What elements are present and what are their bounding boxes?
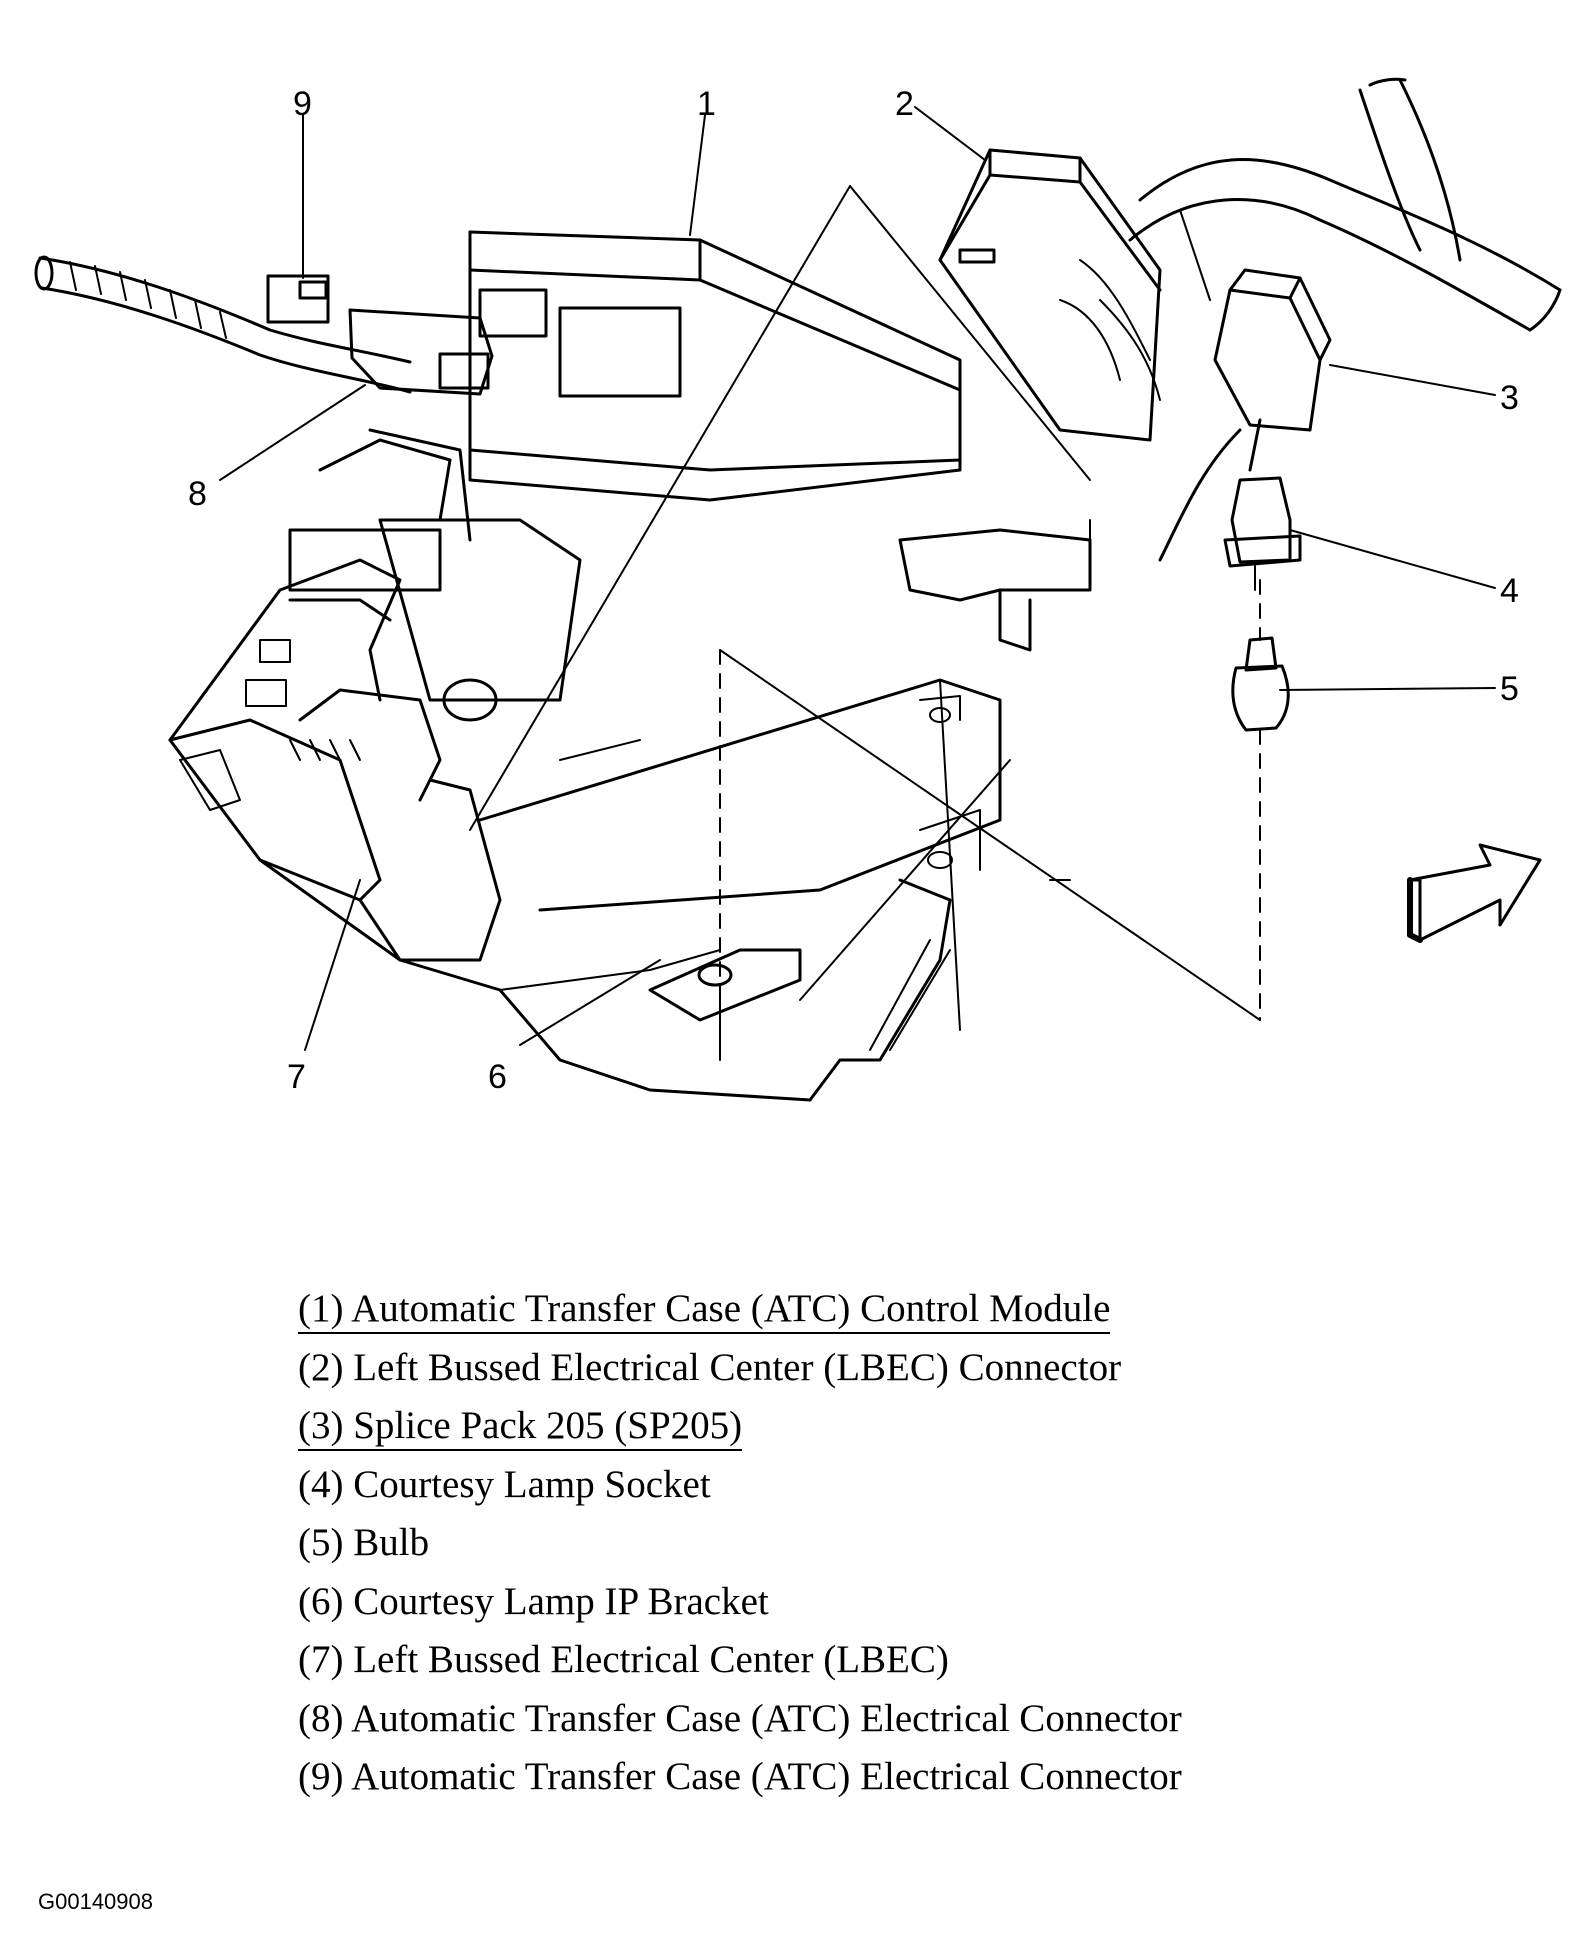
figure-id: G00140908 [38, 1889, 153, 1914]
main-harness-right [1059, 77, 1562, 401]
callout-5: 5 [1500, 670, 1519, 708]
bulb [1231, 636, 1290, 732]
leader-7 [304, 879, 361, 1051]
callout-3: 3 [1500, 379, 1519, 417]
ip-bracket-outline [469, 185, 1261, 1051]
leader-8 [219, 384, 366, 481]
callout-2: 2 [895, 85, 914, 123]
splice-pack-sp205 [1158, 268, 1332, 562]
atc-connector-9 [266, 274, 330, 324]
leader-3 [1329, 364, 1496, 396]
legend-item: (2) Left Bussed Electrical Center (LBEC)… [298, 1345, 1122, 1389]
atc-harness-left [34, 255, 412, 394]
callout-8: 8 [188, 475, 207, 513]
leader-6 [519, 959, 661, 1046]
courtesy-lamp-socket [1223, 476, 1302, 591]
leader-5 [1279, 687, 1496, 691]
leader-4 [1289, 529, 1496, 589]
atc-control-module [468, 230, 962, 502]
callout-6: 6 [488, 1058, 507, 1096]
leader-1 [689, 114, 706, 236]
legend-item: (7) Left Bussed Electrical Center (LBEC) [298, 1638, 949, 1681]
legend-item: (8) Automatic Transfer Case (ATC) Electr… [298, 1696, 1182, 1740]
callout-7: 7 [287, 1058, 306, 1096]
component-diagram: 9 1 2 3 4 5 8 7 6 [34, 77, 1562, 1102]
component-legend: (1) Automatic Transfer Case (ATC) Contro… [298, 1280, 1398, 1807]
legend-item: (5) Bulb [298, 1521, 430, 1564]
legend-item: (4) Courtesy Lamp Socket [298, 1462, 711, 1506]
courtesy-lamp-ip-bracket [648, 948, 802, 1061]
callout-1: 1 [697, 85, 716, 123]
leader-2 [914, 106, 986, 161]
leader-lines [219, 106, 1496, 1051]
forward-direction-arrow [1407, 843, 1542, 943]
lbec-connector [938, 148, 1162, 442]
legend-item: (1) Automatic Transfer Case (ATC) Contro… [298, 1280, 1398, 1339]
lbec-body [168, 428, 952, 1102]
legend-item: (9) Automatic Transfer Case (ATC) Electr… [298, 1755, 1182, 1798]
callout-4: 4 [1500, 572, 1519, 610]
legend-item: (6) Courtesy Lamp IP Bracket [298, 1579, 769, 1623]
dash-ledge-right [898, 519, 1092, 881]
callout-9: 9 [293, 85, 312, 123]
legend-item: (3) Splice Pack 205 (SP205) [298, 1397, 1398, 1456]
